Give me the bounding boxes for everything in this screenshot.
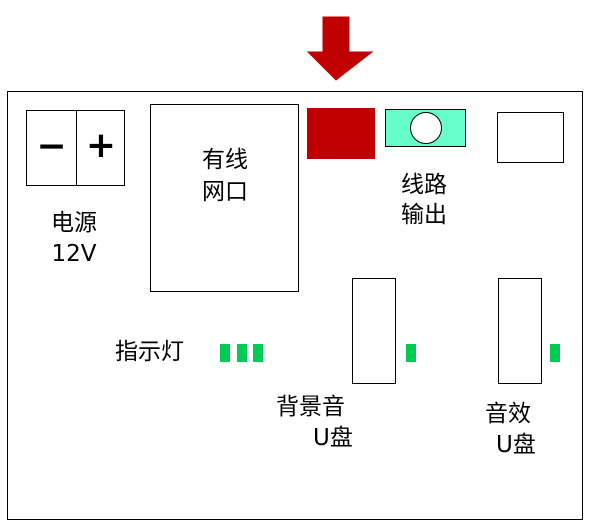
power-divider [76, 111, 77, 185]
indicator-led-2 [237, 344, 247, 362]
ethernet-label-line2: 网口 [202, 179, 248, 205]
bgm-usb-led [406, 344, 416, 362]
power-connector: − + [26, 110, 125, 186]
sfx-usb-label-line1: 音效 [485, 401, 531, 427]
down-arrow-icon [306, 16, 374, 81]
circle-jack-icon [410, 112, 442, 144]
board-outline [7, 91, 583, 520]
ethernet-label-line1: 有线 [202, 147, 248, 173]
power-voltage-label: 12V [51, 241, 97, 267]
line-out-jack [385, 109, 466, 147]
sfx-usb-led [550, 344, 560, 362]
sfx-usb-slot [498, 278, 542, 384]
bgm-usb-slot [352, 278, 396, 384]
bgm-usb-label-line1: 背景音 [276, 394, 345, 420]
sfx-usb-label-line2: U盘 [496, 432, 536, 458]
indicator-led-3 [253, 344, 263, 362]
line-out-label-line1: 线路 [401, 172, 447, 198]
indicator-label: 指示灯 [115, 339, 184, 365]
bgm-usb-label-line2: U盘 [313, 425, 353, 451]
plus-sign: + [85, 125, 117, 166]
power-label: 电源 [51, 210, 97, 236]
indicator-led-1 [220, 344, 230, 362]
red-block [307, 108, 375, 159]
minus-sign: − [36, 126, 67, 167]
line-out-label-line2: 输出 [401, 202, 447, 228]
ethernet-port: 有线 网口 [150, 104, 299, 292]
top-right-component [497, 112, 564, 163]
